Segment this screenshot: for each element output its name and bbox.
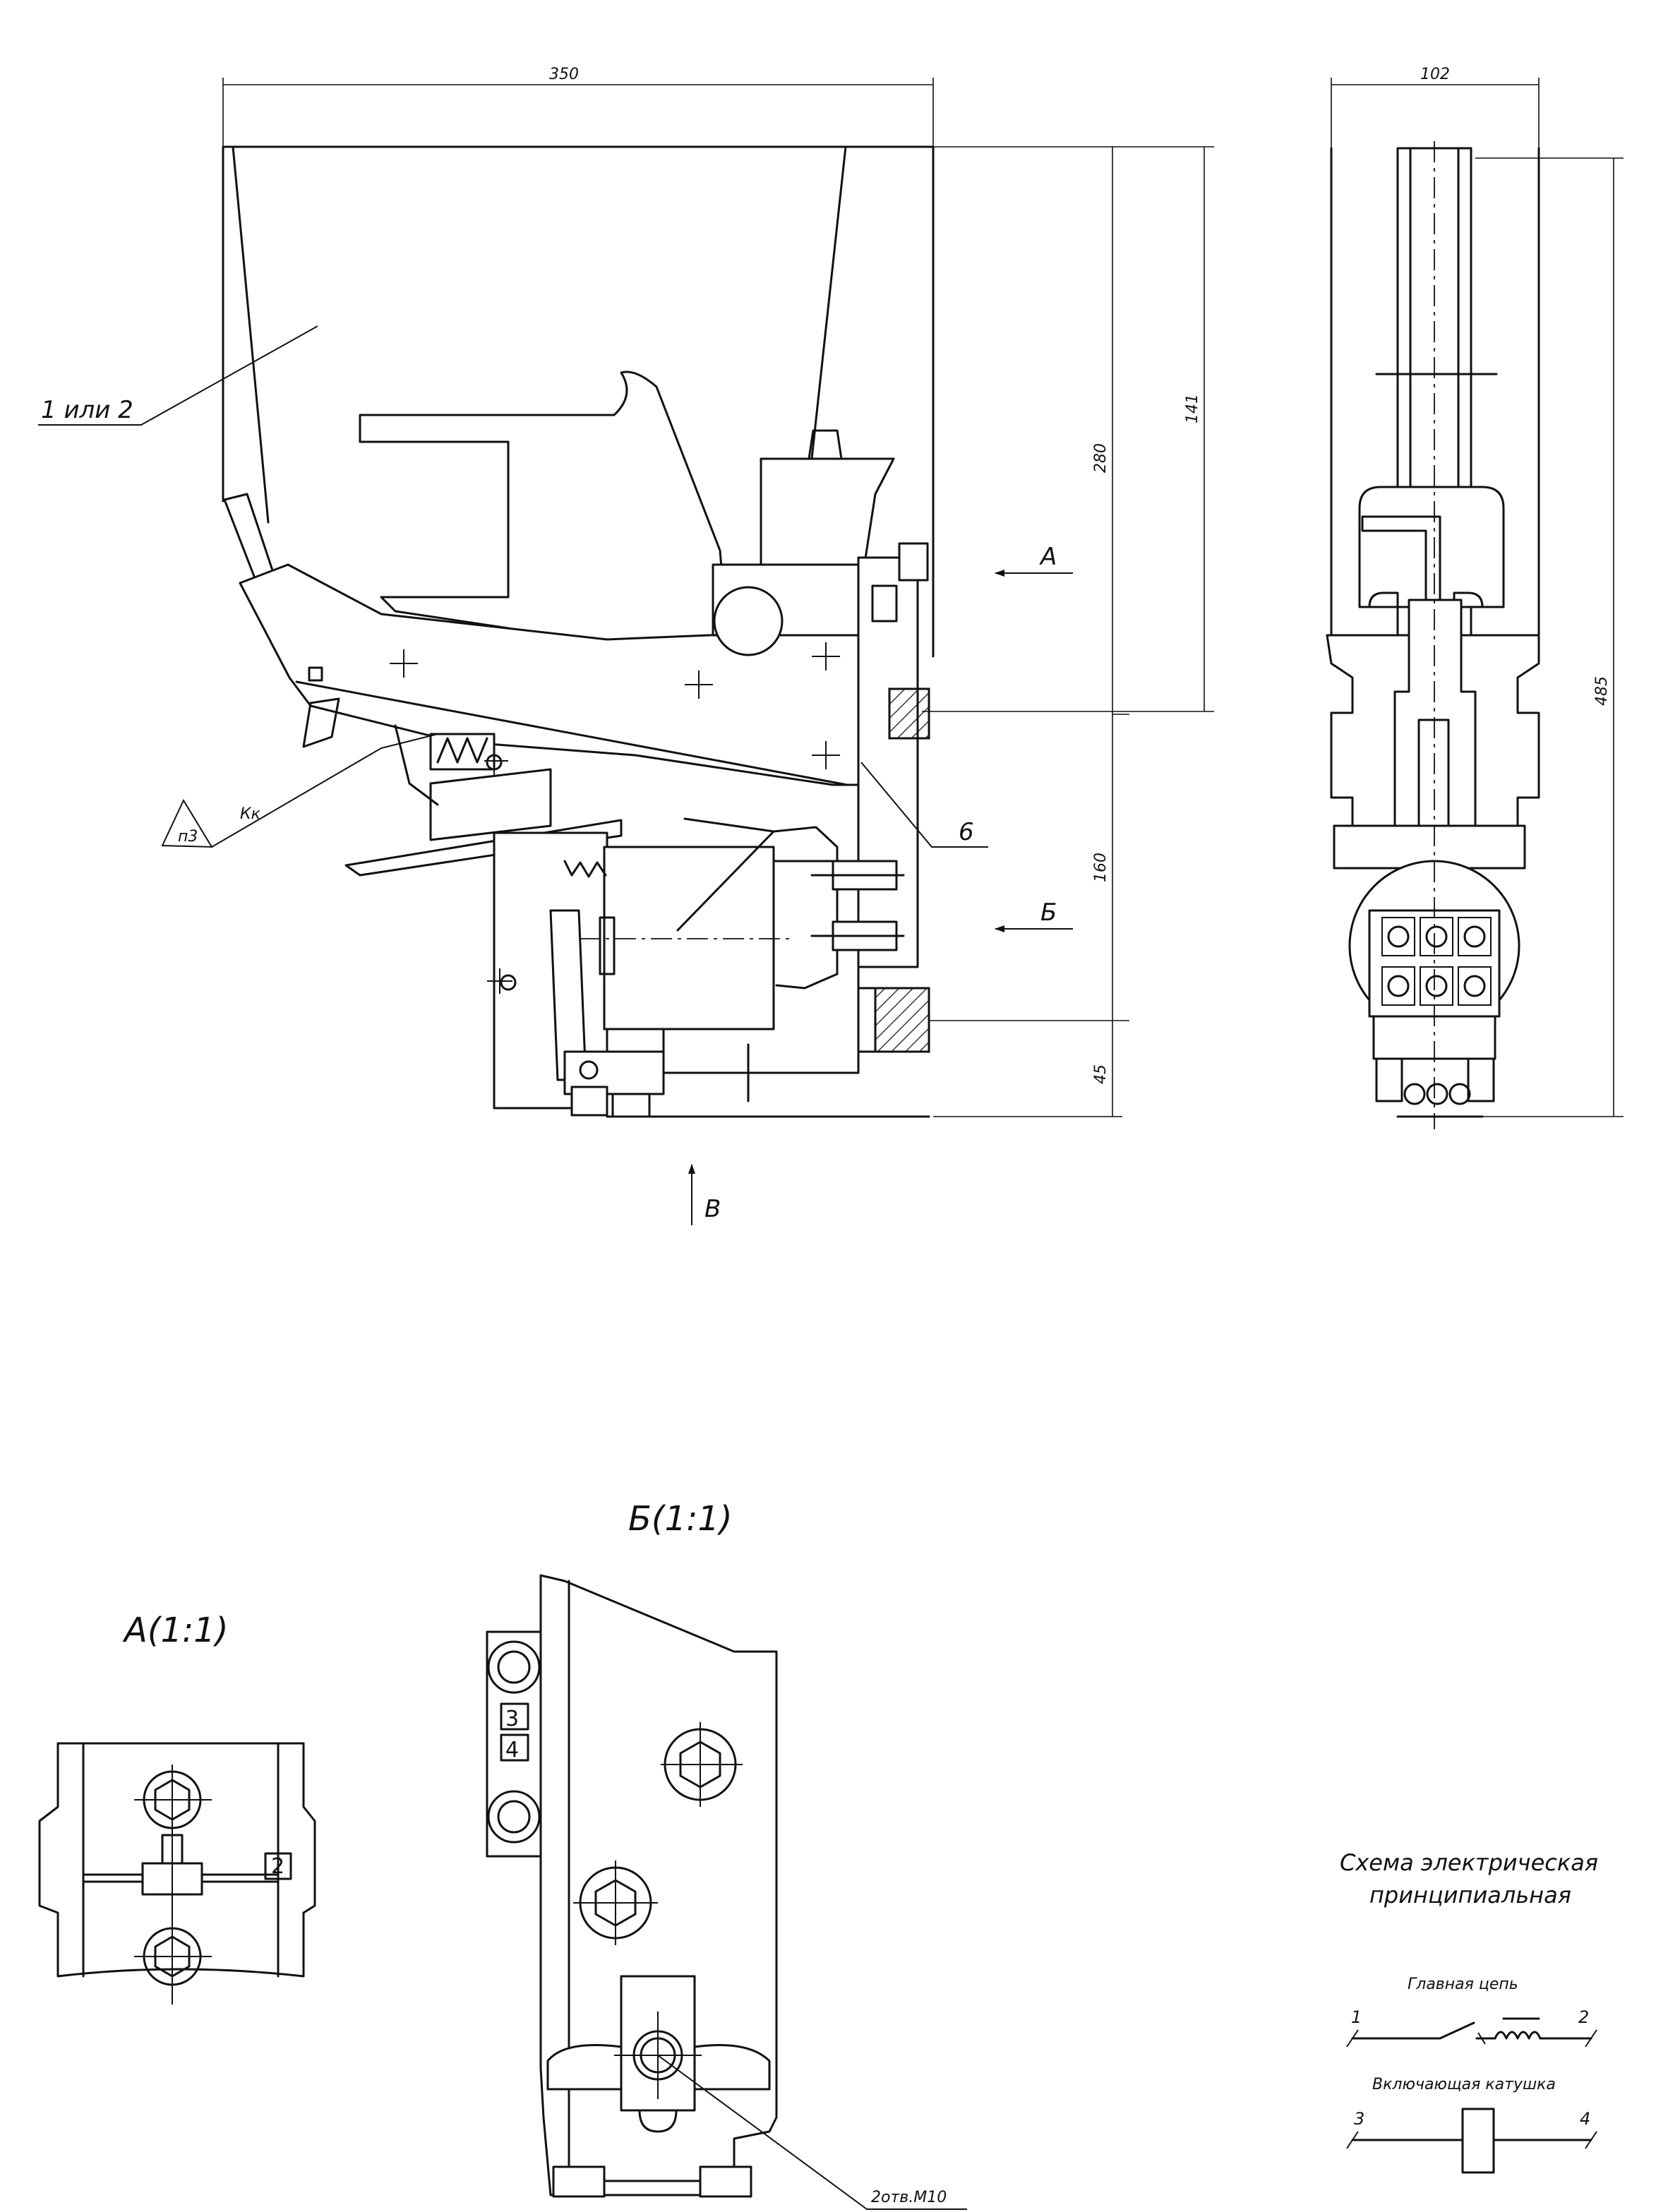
view-arrow-b: Б (995, 898, 1073, 932)
pin-3: 3 (1354, 2109, 1364, 2129)
svg-text:А: А (1039, 543, 1057, 571)
front-view (1326, 78, 1624, 1129)
svg-text:В: В (704, 1195, 721, 1223)
view-b-title: Б(1:1) (628, 1499, 733, 1539)
callout-part-1-or-2: 1 или 2 (41, 396, 133, 424)
terminal-tag-2: 2 (271, 1854, 284, 1879)
callout-part-6: 6 (959, 818, 974, 846)
schematic-title-line2: принципиальная (1369, 1882, 1571, 1909)
view-arrow-v: В (688, 1164, 721, 1225)
dim-485: 485 (1593, 676, 1611, 706)
dimensions-side (222, 78, 1214, 1117)
hole-note: 2отв.М10 (871, 2189, 947, 2206)
pin-1: 1 (1351, 2007, 1362, 2027)
dim-160: 160 (1092, 853, 1110, 882)
svg-text:Б: Б (1040, 898, 1057, 927)
view-a (38, 1742, 316, 2004)
dim-280: 280 (1092, 443, 1110, 473)
view-a-title: А(1:1) (122, 1611, 229, 1650)
triangle-note: п3 (178, 828, 198, 846)
terminal-tag-4: 4 (505, 1738, 519, 1762)
view-b (486, 1574, 967, 2210)
pin-4: 4 (1580, 2109, 1590, 2129)
dim-350: 350 (549, 66, 579, 83)
view-arrow-a: А (995, 543, 1073, 577)
coil-label: Включающая катушка (1372, 2076, 1556, 2093)
schematic-title-line1: Схема электрическая (1340, 1849, 1598, 1876)
dim-45: 45 (1092, 1064, 1110, 1084)
dim-141: 141 (1184, 394, 1201, 423)
side-view (38, 145, 988, 1118)
terminal-tag-3: 3 (505, 1707, 519, 1731)
main-circuit-label: Главная цепь (1408, 1976, 1518, 1993)
contact-mark: Кк (240, 805, 261, 823)
pin-2: 2 (1578, 2007, 1589, 2027)
schematic: Схема электрическая принципиальная Главн… (1340, 1849, 1598, 2174)
dim-102: 102 (1420, 66, 1450, 83)
